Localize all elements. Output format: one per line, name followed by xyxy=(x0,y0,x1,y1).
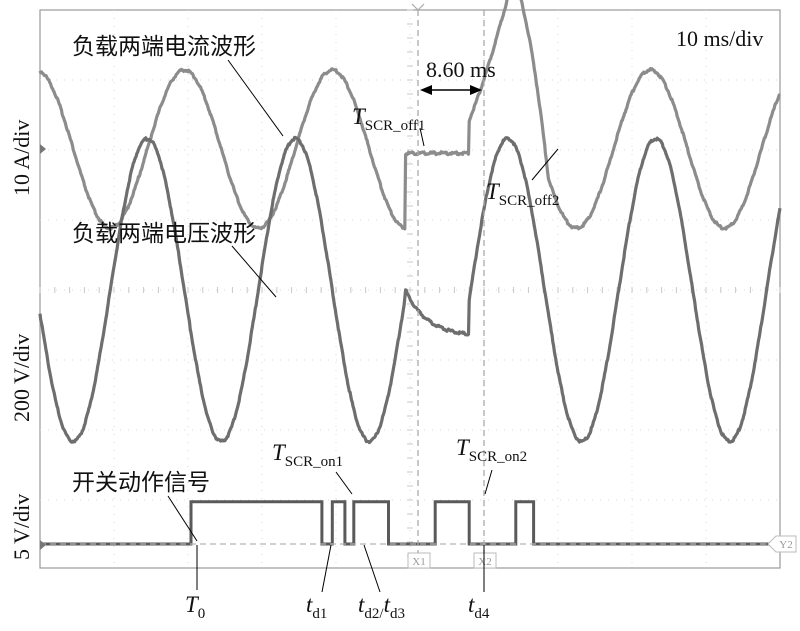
leader-voltage xyxy=(231,245,277,298)
svg-text:X1: X1 xyxy=(412,556,425,568)
marker-td2-td3: td2/td3 xyxy=(358,592,405,622)
marker-td4: td4 xyxy=(468,592,490,622)
cursor-tag-x2: X2 xyxy=(473,552,497,569)
leader-scr-on1 xyxy=(335,471,353,495)
gap-label: 8.60 ms xyxy=(426,57,496,82)
timebase-label: 10 ms/div xyxy=(676,26,763,51)
annotation-scr-on2: TSCR_on2 xyxy=(456,435,527,465)
svg-text:Y2: Y2 xyxy=(779,539,792,551)
annotation-scr-off1: TSCR_off1 xyxy=(352,104,425,134)
leader-td1 xyxy=(321,544,332,593)
scale-label-switch: 5 V/div xyxy=(9,494,34,560)
leader-scr-on2 xyxy=(484,469,493,495)
trigger-marker-top xyxy=(411,3,425,11)
ground-marker-switch xyxy=(40,540,46,550)
leader-scr-off2 xyxy=(531,148,559,181)
ground-marker-current xyxy=(40,144,46,154)
annotation-scr-on1: TSCR_on1 xyxy=(272,440,343,470)
svg-text:X2: X2 xyxy=(478,556,491,568)
label-voltage-waveform: 负载两端电压波形 xyxy=(72,221,256,247)
cursor-tag-x1: X1 xyxy=(407,552,431,569)
scale-label-current: 10 A/div xyxy=(9,120,34,196)
leader-td2-td3 xyxy=(363,544,381,593)
gap-arrow xyxy=(420,85,482,95)
marker-t0: T0 xyxy=(185,592,205,622)
switch-signal-line xyxy=(40,500,780,546)
leader-scr-off1 xyxy=(419,127,425,147)
label-current-waveform: 负载两端电流波形 xyxy=(72,34,256,60)
cursor-tag-y2: Y2 xyxy=(767,535,797,553)
annotation-scr-off2: TSCR_off2 xyxy=(486,179,559,209)
marker-td1: td1 xyxy=(306,592,327,622)
scale-label-voltage: 200 V/div xyxy=(9,334,34,422)
leader-current xyxy=(227,59,284,137)
leader-switch xyxy=(167,495,198,542)
voltage-waveform-line xyxy=(38,135,782,445)
label-switch-signal: 开关动作信号 xyxy=(72,470,210,496)
current-waveform-line xyxy=(38,0,781,231)
